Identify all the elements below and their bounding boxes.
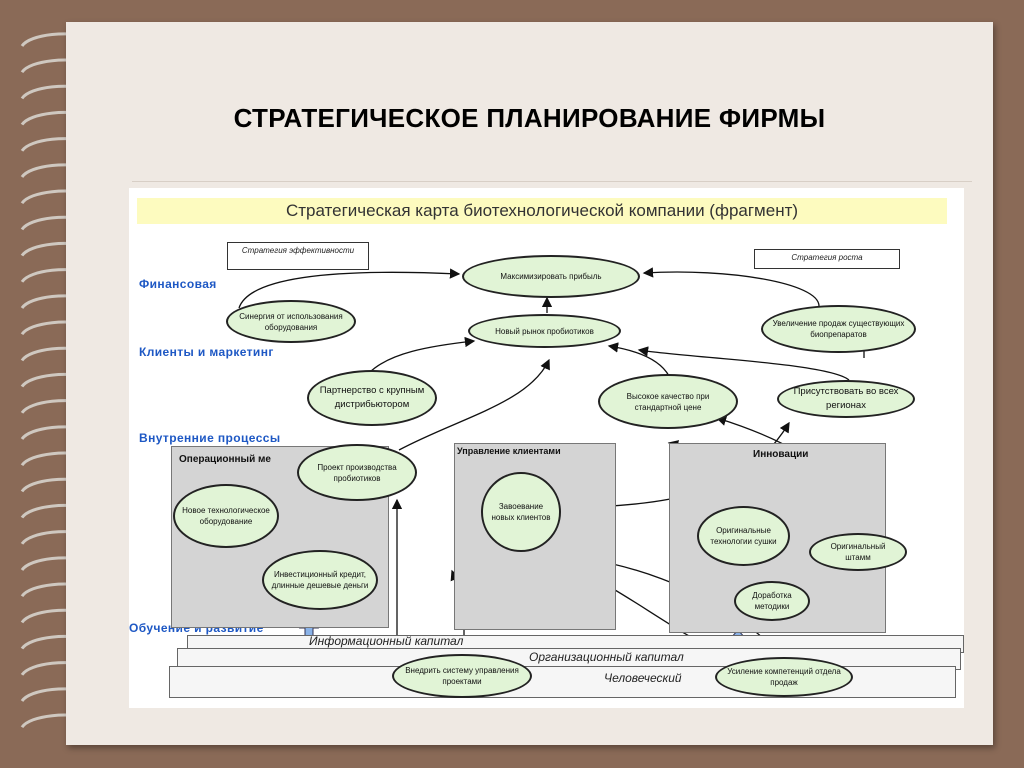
layer-information-label: Информационный капитал bbox=[309, 634, 464, 648]
node-win-clients: Завоевание новых клиентов bbox=[481, 472, 561, 552]
slide-title: СТРАТЕГИЧЕСКОЕ ПЛАНИРОВАНИЕ ФИРМЫ bbox=[233, 103, 826, 133]
node-drying-tech: Оригинальные технологии сушки bbox=[697, 506, 790, 566]
node-new-market: Новый рынок пробиотиков bbox=[468, 314, 621, 348]
node-synergy: Синергия от использования оборудования bbox=[226, 300, 356, 343]
innovation-box-label: Инновации bbox=[753, 449, 809, 460]
node-presence: Присутствовать во всех регионах bbox=[777, 380, 915, 418]
node-sales-increase: Увеличение продаж существующих биопрепар… bbox=[761, 305, 916, 353]
title-divider bbox=[132, 181, 972, 182]
strategy-map: Стратегическая карта биотехнологической … bbox=[129, 188, 964, 708]
perspective-internal: Внутренние процессы bbox=[139, 431, 281, 445]
node-new-equipment: Новое технологическое оборудование bbox=[173, 484, 279, 548]
map-title: Стратегическая карта биотехнологической … bbox=[137, 198, 947, 224]
node-project-system: Внедрить систему управления проектами bbox=[392, 654, 532, 698]
node-sales-competence: Усиление компетенций отдела продаж bbox=[715, 657, 853, 697]
node-investment-credit: Инвестиционный кредит, длинные дешевые д… bbox=[262, 550, 378, 610]
perspective-financial: Финансовая bbox=[139, 277, 217, 291]
node-max-profit: Максимизировать прибыль bbox=[462, 255, 640, 298]
node-method-refine: Доработка методики bbox=[734, 581, 810, 621]
strategy-growth-note: Стратегия роста bbox=[754, 249, 900, 269]
layer-human-label: Человеческий bbox=[604, 671, 682, 685]
operations-box-label: Операционный ме bbox=[179, 454, 271, 465]
client-management-box-label: Управление клиентами bbox=[457, 446, 561, 456]
perspective-clients: Клиенты и маркетинг bbox=[139, 345, 274, 359]
node-original-strain: Оригинальный штамм bbox=[809, 533, 907, 571]
node-production-project: Проект производства пробиотиков bbox=[297, 444, 417, 501]
layer-organizational-label: Организационный капитал bbox=[529, 650, 684, 664]
node-partnership: Партнерство с крупным дистрибьютором bbox=[307, 370, 437, 426]
strategy-efficiency-note: Стратегия эффективности bbox=[227, 242, 369, 270]
node-high-quality: Высокое качество при стандартной цене bbox=[598, 374, 738, 429]
